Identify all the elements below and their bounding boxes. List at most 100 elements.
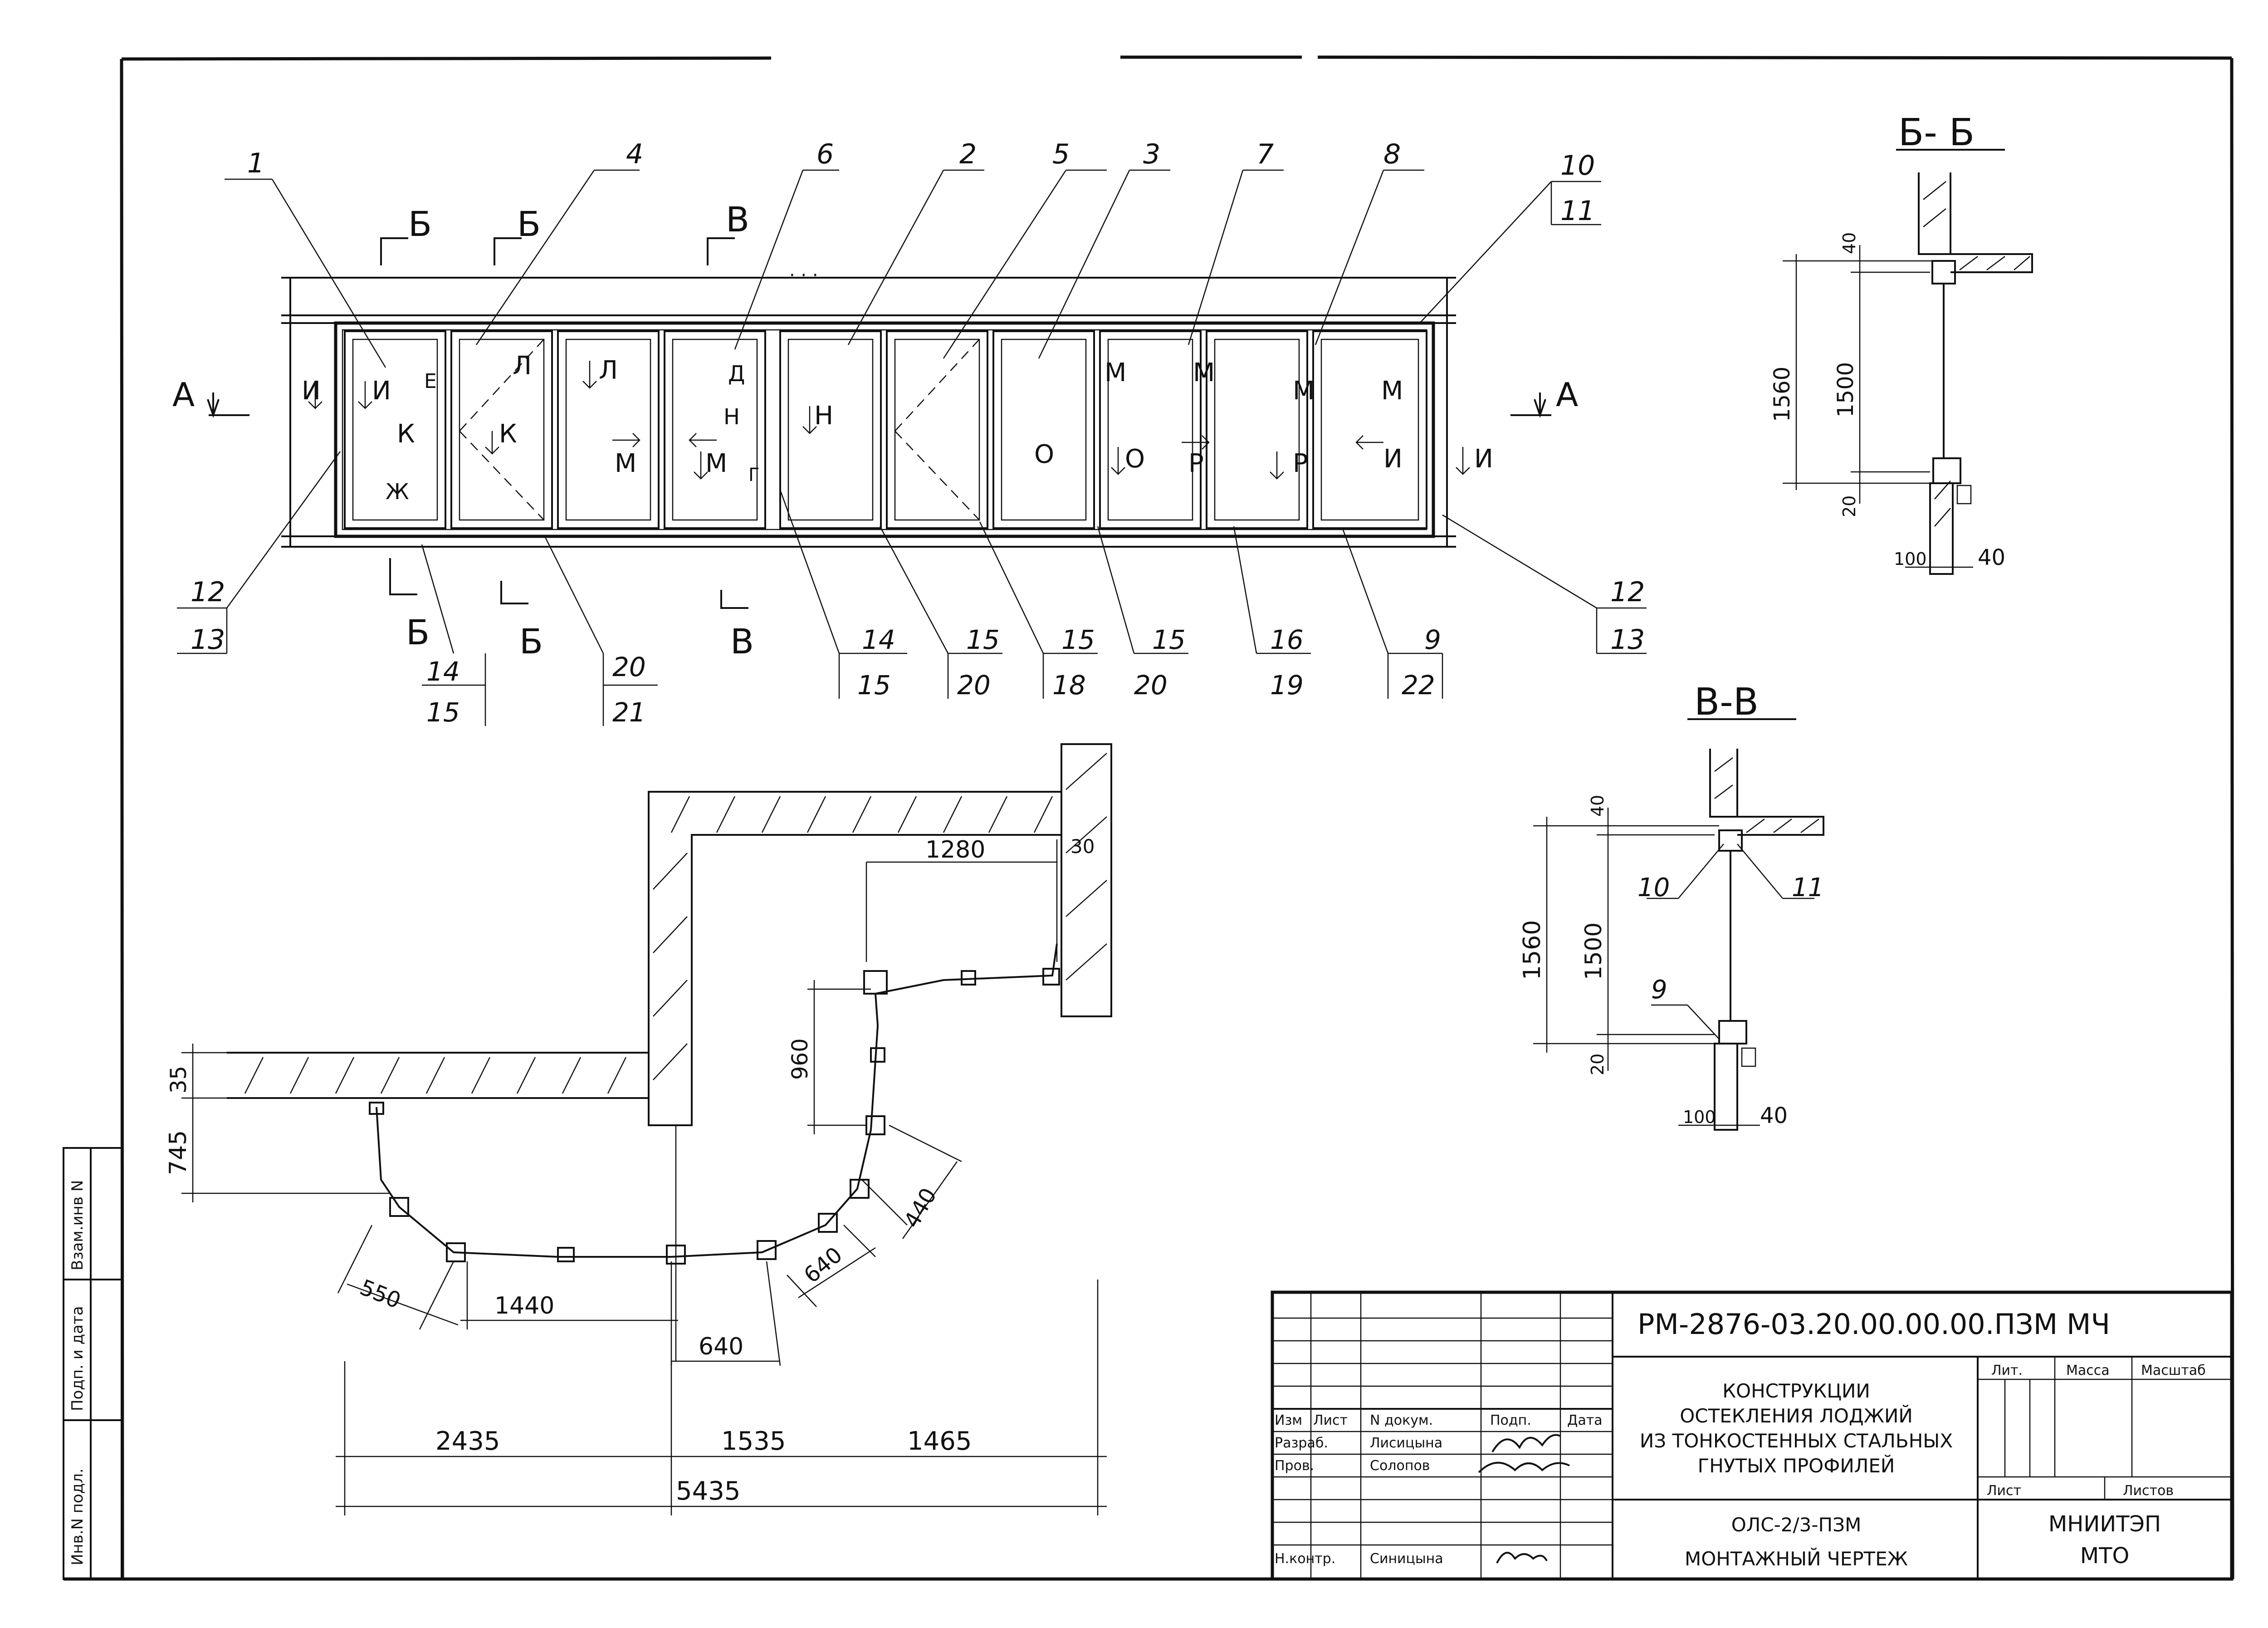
vv-dim-1500: 1500 [1580, 922, 1607, 980]
hdr-data: Дата [1567, 1412, 1603, 1428]
hdr-lit: Лит. [1991, 1363, 2023, 1378]
callout-b8-bot: 22 [1402, 670, 1435, 701]
plan-dim-5435: 5435 [676, 1476, 741, 1506]
section-v-bot: В [730, 621, 754, 662]
section-b-top2: Б [517, 204, 541, 244]
vv-dim-100: 100 [1683, 1107, 1716, 1127]
section-bb-title: Б- Б [1898, 111, 1975, 154]
section-b-bot1: Б [406, 612, 430, 652]
mark-d: Д [728, 361, 745, 387]
plan-dim-1440: 1440 [494, 1292, 554, 1319]
plan-dim-30: 30 [1070, 835, 1095, 858]
plan-dim-1535: 1535 [721, 1427, 786, 1456]
hdr-list2: Лист [1987, 1483, 2021, 1499]
callout-b2-bot: 21 [612, 697, 646, 728]
org-1: МНИИТЭП [2048, 1511, 2161, 1537]
org-2: МТО [2080, 1543, 2130, 1569]
stamp-vzam: Взам.инв N [68, 1180, 87, 1270]
callout-b6-bot: 20 [1134, 670, 1168, 701]
vv-callout-10: 10 [1637, 873, 1670, 902]
title-line-4: ГНУТЫХ ПРОФИЛЕЙ [1698, 1454, 1895, 1477]
wall-hatch [244, 753, 1107, 1094]
callout-b4-bot: 20 [957, 670, 991, 701]
plan-dim-745: 745 [165, 1130, 192, 1175]
mark-e: Е [424, 370, 437, 393]
callout-10: 10 [1560, 150, 1595, 181]
mark-l2: Л [599, 356, 618, 385]
mark-i2: И [372, 376, 391, 406]
section-a-right: А [1556, 376, 1578, 414]
mark-r1: Р [1188, 449, 1204, 478]
callout-b7-bot: 19 [1270, 670, 1304, 701]
mark-o1: О [1034, 440, 1054, 469]
bb-dim-1500: 1500 [1833, 362, 1858, 417]
section-b-top1: Б [408, 204, 432, 244]
panel-frames [344, 330, 1427, 529]
callout-11: 11 [1560, 195, 1595, 227]
callout-13-right: 13 [1610, 624, 1645, 656]
callout-b5-top: 15 [1061, 624, 1095, 655]
plan-dim-640b: 640 [799, 1242, 847, 1288]
mark-m6: М [1381, 376, 1403, 406]
callout-3: 3 [1143, 138, 1160, 170]
mark-i1: И [302, 376, 321, 406]
title-block: РМ-2876-03.20.00.00.00.ПЗМ МЧ КОНСТРУКЦИ… [1271, 1290, 2234, 1581]
hdr-izm: Изм [1275, 1412, 1302, 1428]
callout-b8-top: 9 [1424, 624, 1441, 655]
vv-dim-40: 40 [1588, 795, 1608, 817]
plan-dim-1280: 1280 [925, 836, 985, 863]
callout-12-right: 12 [1610, 576, 1645, 608]
callout-b1-top: 14 [426, 656, 460, 687]
vv-dim-40b: 40 [1760, 1103, 1788, 1128]
hdr-listov: Листов [2123, 1483, 2174, 1499]
mark-k2: К [499, 419, 517, 449]
section-vv-title: В-В [1694, 681, 1759, 724]
callout-b3-bot: 15 [857, 670, 891, 701]
mark-m3: М [1105, 358, 1126, 387]
signature-1 [1491, 1434, 1561, 1453]
plan-dim-640a: 640 [699, 1333, 743, 1360]
callout-b4-top: 15 [966, 624, 1000, 655]
plan-dim-35: 35 [166, 1066, 191, 1094]
vv-callout-9: 9 [1651, 975, 1667, 1005]
stamp-inv: Инв.N подл. [68, 1468, 87, 1565]
mark-n1: Н [723, 404, 740, 430]
hdr-doc: N докум. [1370, 1412, 1433, 1428]
callout-b5-bot: 18 [1052, 670, 1086, 701]
plan-dim-440: 440 [899, 1184, 942, 1232]
mark-zh: Ж [386, 479, 409, 505]
mark-m2: М [705, 449, 727, 478]
bb-dim-1560: 1560 [1769, 367, 1795, 422]
callout-b6-top: 15 [1152, 624, 1186, 655]
callout-b2-top: 20 [612, 652, 646, 682]
facade-elevation: · · · [172, 138, 1647, 728]
vv-dim-20: 20 [1588, 1054, 1608, 1075]
callout-6: 6 [816, 138, 834, 170]
sheet-frame [64, 55, 2234, 1581]
doc-code: РМ-2876-03.20.00.00.00.ПЗМ МЧ [1637, 1308, 2110, 1341]
callout-8: 8 [1383, 138, 1401, 170]
mark-m4: М [1193, 358, 1215, 387]
plan-dim-2435: 2435 [435, 1427, 500, 1456]
signature-3 [1496, 1552, 1548, 1564]
vv-callout-11: 11 [1792, 873, 1824, 902]
mark-i3: И [1383, 444, 1403, 474]
callout-2: 2 [959, 138, 977, 170]
mark-i4: И [1474, 444, 1493, 474]
name-razrab: Лисицына [1370, 1435, 1442, 1451]
mark-m5: М [1293, 376, 1315, 406]
side-stamp: Взам.инв N Подп. и дата Инв.N подл. [63, 1147, 122, 1580]
section-b-bot2: Б [519, 621, 543, 662]
role-nkontr: Н.контр. [1275, 1551, 1335, 1567]
mark-o2: О [1125, 444, 1145, 474]
signature-2 [1478, 1461, 1570, 1473]
section-vv: В-В 40 1560 1500 20 100 40 10 11 9 [1519, 681, 1824, 1131]
name-nkontr: Синицына [1370, 1551, 1443, 1567]
section-a-left: А [172, 376, 195, 414]
panel-letters: И И К Е Ж Л К Л М Д Н М Г Н О О М М Р Р … [302, 351, 1493, 505]
hdr-podp: Подп. [1490, 1412, 1531, 1428]
mark-g: Г [748, 465, 759, 485]
bb-dim-20: 20 [1839, 495, 1859, 517]
name-prov: Солопов [1370, 1458, 1430, 1474]
